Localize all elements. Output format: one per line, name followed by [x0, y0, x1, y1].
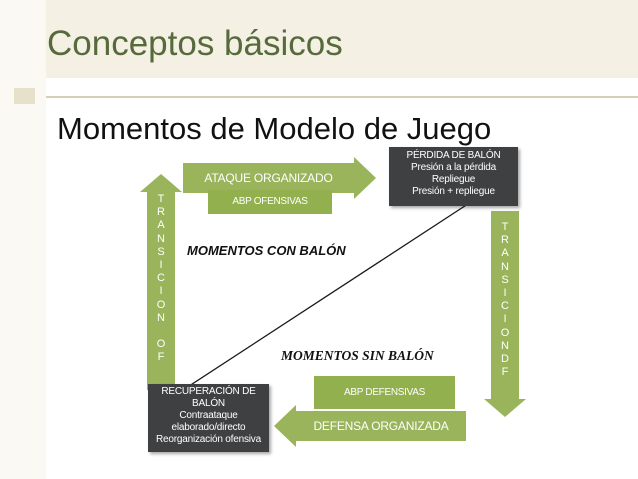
transicion-letter: R [501, 234, 509, 247]
transicion-letter: N [157, 232, 165, 245]
transicion-letter: D [501, 352, 509, 365]
transicion-letter: T [157, 193, 165, 205]
transicion-letter: A [501, 247, 509, 260]
left-decorative-strip [0, 0, 46, 479]
recuperacion-line-4: elaborado/directo [171, 422, 246, 433]
header-bar [0, 0, 638, 78]
transicion-letter: I [159, 258, 163, 271]
transicion-letter: S [501, 273, 509, 286]
divider-line [46, 96, 638, 98]
transicion-letter: R [157, 206, 165, 219]
perdida-line-4: Presión + repliegue [412, 186, 495, 197]
transicion-letter: N [157, 311, 165, 324]
transicion-letter: C [501, 300, 509, 313]
arrow-defensa-organizada: DEFENSA ORGANIZADA [274, 405, 466, 447]
transicion-letter: I [503, 313, 507, 326]
momentos-sin-balon-label: MOMENTOS SIN BALÓN [281, 348, 434, 363]
arrow-ataque-organizado: ATAQUE ORGANIZADO [183, 157, 376, 199]
defensa-organizada-label: DEFENSA ORGANIZADA [313, 419, 449, 433]
abp-defensivas-label: ABP DEFENSIVAS [343, 387, 425, 398]
transicion-letter: N [501, 339, 509, 352]
transicion-letter: I [503, 286, 507, 299]
transicion-letter: O [156, 338, 166, 351]
slide-title: Conceptos básicos [47, 24, 343, 63]
transicion-letter: S [157, 245, 165, 258]
recuperacion-line-5: Reorganización ofensiva [156, 434, 261, 445]
transicion-letter: N [501, 260, 509, 273]
perdida-line-1: PÉRDIDA DE BALÓN [406, 150, 501, 161]
perdida-line-3: Repliegue [431, 174, 476, 185]
slide-subtitle: Momentos de Modelo de Juego [57, 111, 492, 146]
transicion-letter: T [501, 221, 509, 233]
transicion-letter: F [501, 366, 509, 379]
recuperacion-line-3: Contraataque [179, 410, 238, 421]
transicion-letter: O [500, 326, 510, 339]
momentos-con-balon-label: MOMENTOS CON BALÓN [187, 243, 346, 258]
abp-ofensivas-box: ABP OFENSIVAS [208, 190, 332, 214]
perdida-balon-box: PÉRDIDA DE BALÓN Presión a la pérdida Re… [389, 147, 518, 206]
ataque-organizado-label: ATAQUE ORGANIZADO [204, 171, 333, 185]
recuperacion-line-2: BALÓN [192, 398, 225, 409]
recuperacion-balon-box: RECUPERACIÓN DE BALÓN Contraataque elabo… [148, 384, 269, 452]
abp-defensivas-box: ABP DEFENSIVAS [314, 376, 455, 409]
abp-ofensivas-label: ABP OFENSIVAS [232, 196, 308, 207]
recuperacion-line-1: RECUPERACIÓN DE [161, 386, 256, 397]
transicion-letter: F [157, 351, 165, 364]
transicion-letter: A [157, 219, 165, 232]
transicion-letter: C [157, 272, 165, 285]
transicion-letter: O [156, 298, 166, 311]
transicion-letter: I [159, 285, 163, 298]
perdida-line-2: Presión a la pérdida [411, 162, 496, 173]
divider-block [14, 88, 35, 104]
